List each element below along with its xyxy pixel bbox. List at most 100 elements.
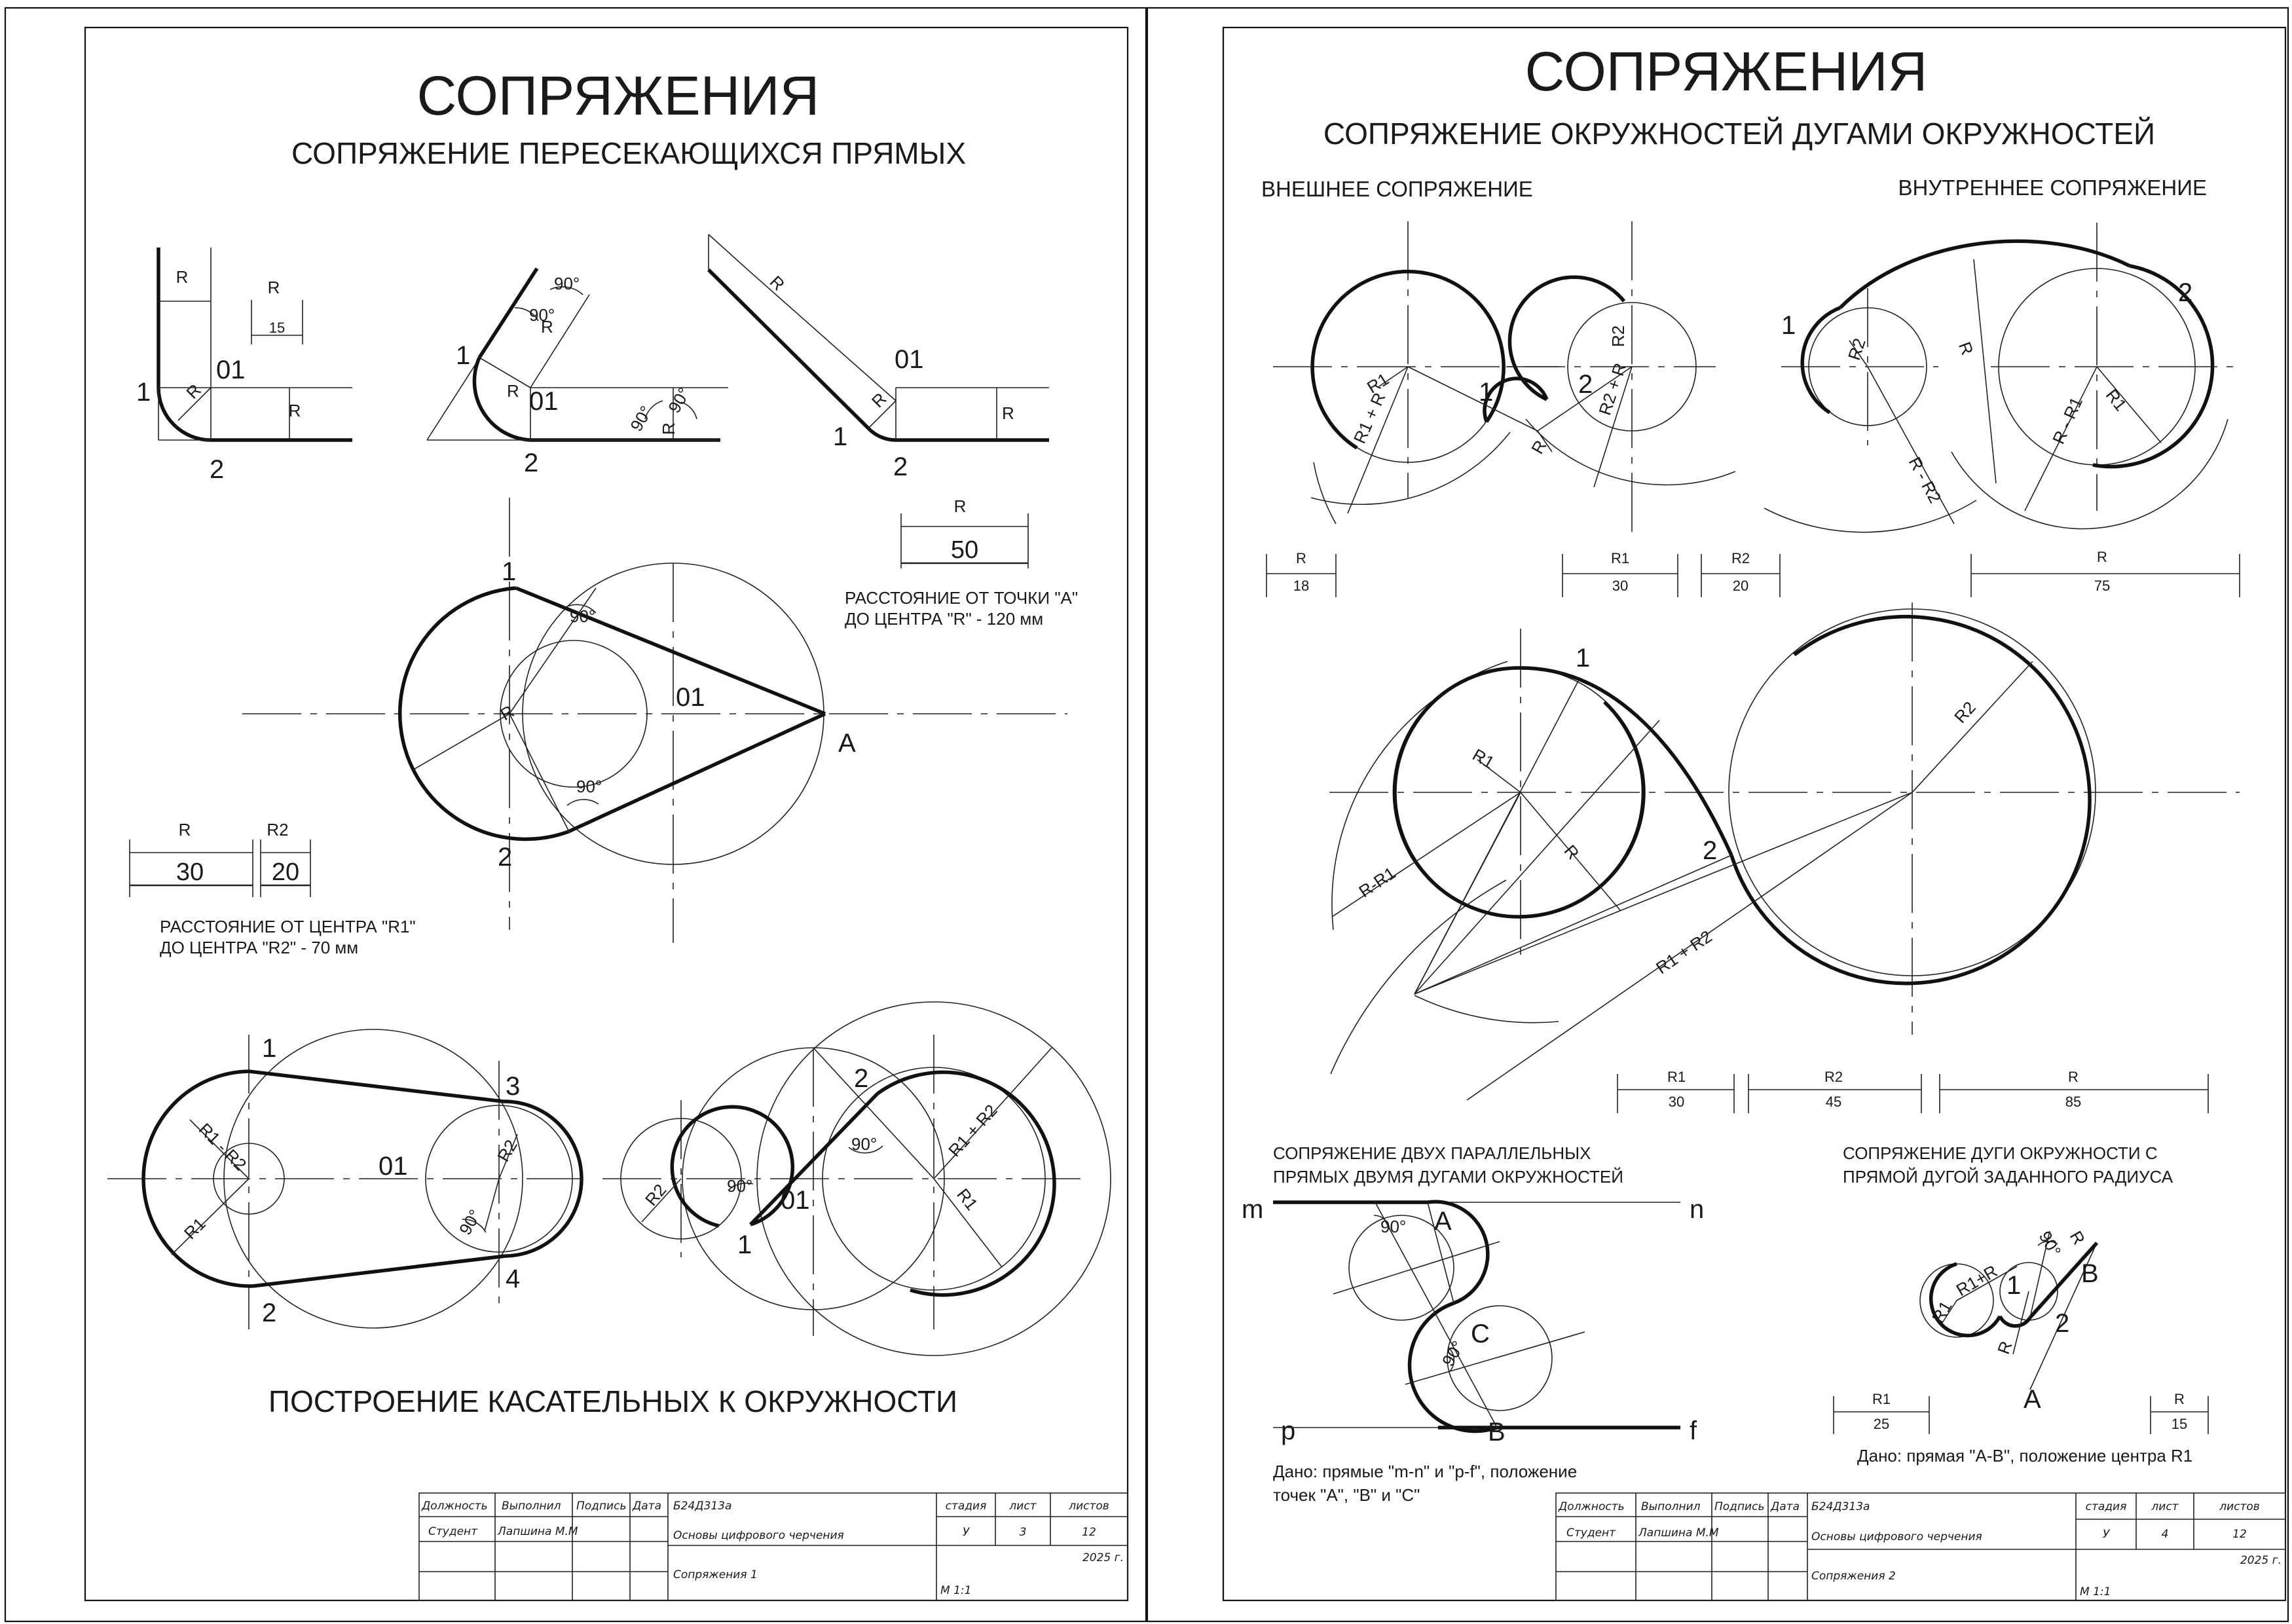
svg-text:R2: R2: [641, 1180, 670, 1209]
tbl-sheet-head: лист: [1008, 1500, 1037, 1513]
tbr-role: Студент: [1566, 1526, 1616, 1540]
dim-50: [900, 513, 1029, 568]
right-subtitle: СОПРЯЖЕНИЕ ОКРУЖНОСТЕЙ ДУГАМИ ОКРУЖНОСТЕ…: [1323, 117, 2155, 151]
tbr-sheet-title: Сопряжения 2: [1811, 1570, 1896, 1583]
svg-text:R: R: [1561, 841, 1583, 863]
dim-r18-name: R: [1296, 550, 1306, 566]
dim-m45-name: R2: [1824, 1069, 1843, 1085]
tbl-course: Основы цифрового черчения: [673, 1529, 844, 1542]
right-internal-heading: ВНУТРЕННЕЕ СОПРЯЖЕНИЕ: [1898, 175, 2208, 200]
dim-b25-value: 25: [1874, 1416, 1889, 1432]
dim-r18-value: 18: [1293, 578, 1309, 594]
svg-text:01: 01: [379, 1152, 408, 1181]
svg-text:R1 + R2: R1 + R2: [944, 1101, 1001, 1160]
svg-text:R1+R: R1+R: [1953, 1261, 2001, 1301]
tbl-code: Б24Д313а: [673, 1500, 731, 1513]
svg-text:90°: 90°: [576, 777, 602, 796]
svg-text:R: R: [541, 317, 553, 337]
svg-text:R1: R1: [1469, 745, 1498, 773]
tbl-year: 2025 г.: [1082, 1551, 1124, 1564]
svg-text:1: 1: [1479, 378, 1493, 407]
dim-30-name: R: [179, 820, 191, 840]
dim-50-value: 50: [951, 536, 978, 564]
dim-r75-name: R: [2097, 549, 2107, 565]
parallel-lines-conjugation: 90° 90° m n p f A C B: [1242, 1195, 1704, 1447]
svg-text:R - R2: R - R2: [1905, 454, 1946, 506]
note-a-line2: ДО ЦЕНТРА "R" - 120 мм: [845, 609, 1043, 629]
svg-text:R: R: [176, 267, 189, 287]
dim-30-value: 30: [176, 858, 204, 886]
dim-20-value: 20: [272, 858, 299, 886]
left-subtitle: СОПРЯЖЕНИЕ ПЕРЕСЕКАЮЩИХСЯ ПРЯМЫХ: [291, 136, 966, 170]
svg-text:1: 1: [262, 1034, 276, 1063]
dim-b15-value: 15: [2172, 1416, 2187, 1432]
dim-r20-value: 20: [1733, 578, 1748, 594]
svg-text:1: 1: [456, 341, 470, 370]
tbr-sheets: 12: [2232, 1528, 2247, 1541]
svg-text:R1 + R2: R1 + R2: [1652, 927, 1715, 978]
svg-text:1: 1: [737, 1230, 752, 1259]
dim-m45-value: 45: [1826, 1094, 1841, 1110]
right-top-dims: [1266, 554, 2240, 597]
given-1-line2: точек "А", "В" и "С": [1273, 1485, 1420, 1505]
svg-text:01: 01: [781, 1186, 810, 1215]
dim-r20-name: R2: [1731, 550, 1750, 566]
svg-text:2: 2: [524, 449, 538, 477]
tbr-code: Б24Д313а: [1811, 1500, 1870, 1513]
svg-text:R2: R2: [1608, 325, 1628, 347]
left-title: СОПРЯЖЕНИЯ: [417, 65, 820, 126]
external-tangents: R1 - R2 R1 R2 90° 1 01 3 4 2: [107, 1029, 583, 1329]
svg-text:R - R1: R - R1: [2048, 394, 2086, 447]
tangent-from-point: 90° 90° R 1 2 01 A: [242, 498, 1067, 943]
svg-text:R1 - R2: R1 - R2: [195, 1119, 251, 1175]
svg-text:1: 1: [136, 378, 151, 407]
tbl-head-sign: Подпись: [576, 1500, 626, 1513]
svg-text:R: R: [1527, 437, 1550, 457]
parallel-heading-1: СОПРЯЖЕНИЕ ДВУХ ПАРАЛЛЕЛЬНЫХ: [1273, 1143, 1591, 1163]
tbr-sheet: 4: [2162, 1528, 2169, 1541]
svg-text:1: 1: [1576, 644, 1590, 673]
svg-text:f: f: [1690, 1416, 1697, 1445]
svg-text:2: 2: [1578, 370, 1593, 399]
fillet-acute-angle: 90° 90° R R 90° 90° R 1 01 2: [426, 267, 728, 477]
dim-15-label: 15: [269, 320, 285, 336]
svg-text:90°: 90°: [2035, 1228, 2065, 1260]
svg-text:B: B: [2081, 1259, 2099, 1288]
tbl-stage-head: стадия: [946, 1500, 987, 1513]
svg-text:R: R: [1002, 403, 1014, 423]
tbr-head-done: Выполнил: [1641, 1500, 1701, 1513]
svg-text:R-R1: R-R1: [1356, 863, 1399, 902]
tbr-sheets-head: листов: [2219, 1500, 2260, 1513]
dim-b15-name: R: [2174, 1391, 2185, 1407]
svg-text:R: R: [289, 401, 301, 420]
given-2: Дано: прямая "А-В", положение центра R1: [1857, 1446, 2192, 1466]
svg-text:90°: 90°: [570, 606, 595, 626]
svg-text:1: 1: [2006, 1271, 2021, 1300]
svg-text:01: 01: [676, 683, 705, 712]
svg-text:2: 2: [498, 843, 512, 872]
svg-text:R1: R1: [2102, 386, 2131, 415]
tbl-head-done: Выполнил: [502, 1500, 561, 1513]
tbr-stage-head: стадия: [2086, 1500, 2127, 1513]
svg-text:1: 1: [502, 557, 516, 586]
svg-text:R: R: [182, 380, 204, 402]
tbl-sheets: 12: [1082, 1526, 1096, 1539]
svg-text:R: R: [268, 278, 280, 297]
svg-text:90°: 90°: [455, 1206, 485, 1238]
svg-text:C: C: [1471, 1320, 1490, 1348]
dim-b25-name: R1: [1872, 1391, 1891, 1407]
tbr-scale: М 1:1: [2080, 1585, 2111, 1598]
tbl-sheets-head: листов: [1068, 1500, 1109, 1513]
svg-text:R2: R2: [1844, 336, 1870, 363]
svg-text:01: 01: [895, 345, 924, 374]
dim-50-name: R: [954, 496, 967, 516]
arcline-heading-1: СОПРЯЖЕНИЕ ДУГИ ОКРУЖНОСТИ С: [1843, 1143, 2158, 1163]
svg-text:R1 + R: R1 + R: [1350, 390, 1390, 447]
external-arc-conjugation: R1 R1 + R R2 R2 + R R 1 2: [1273, 221, 1736, 537]
note-r-line2: ДО ЦЕНТРА "R2" - 70 мм: [160, 938, 358, 957]
dim-m30-name: R1: [1667, 1069, 1686, 1085]
tbr-head-date: Дата: [1770, 1500, 1800, 1513]
right-external-heading: ВНЕШНЕЕ СОПРЯЖЕНИЕ: [1261, 177, 1533, 201]
tbl-head-position: Должность: [421, 1500, 488, 1513]
tbl-author: Лапшина М.М: [497, 1525, 578, 1538]
